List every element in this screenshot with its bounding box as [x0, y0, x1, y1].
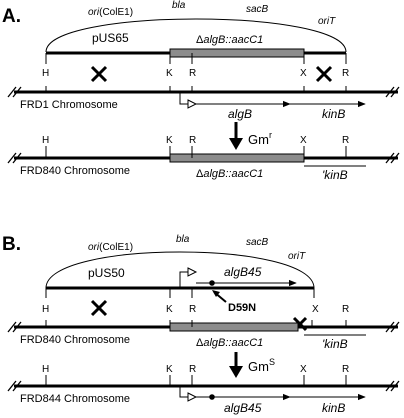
promoter-arrow-b [187, 392, 198, 402]
panel-a: A. ori(ColE1) bla sacB oriT pUS65 ΔalgB:… [2, 0, 400, 182]
chromosome-frd840-b-insert-box [169, 322, 299, 332]
panel-b-label: B. [2, 234, 21, 255]
chromosome-break-right [385, 152, 400, 164]
site-label: X [300, 135, 307, 146]
crossover-mark-right-a [315, 65, 333, 83]
site-label: R [342, 364, 349, 375]
chromosome-frd840-insert-box [169, 153, 305, 163]
promoter-arrow-a [187, 99, 198, 109]
plasmid-b-bla-marker: bla [176, 234, 190, 245]
plasmid-a-ori-marker: ori(ColE1) [88, 7, 133, 18]
plasmid-b-ori-marker: ori(ColE1) [88, 242, 133, 253]
mutation-label: D59N [228, 302, 256, 314]
site-label: H [42, 135, 49, 146]
selection-arrowhead-b [229, 366, 243, 378]
site-label: R [189, 135, 196, 146]
selection-arrowhead-a [229, 138, 243, 150]
plasmid-b-orit-marker: oriT [288, 251, 306, 262]
site-label: R [342, 135, 349, 146]
plasmid-a-insert-label: ΔalgB::aacC1 [196, 34, 263, 46]
site-label: X [300, 364, 307, 375]
site-label: K [166, 68, 173, 79]
site-label: X [300, 68, 307, 79]
selection-label-b: GmS [248, 357, 275, 374]
promoter-b-plasmid [179, 271, 188, 288]
plasmid-arc-b [45, 251, 315, 289]
plasmid-a-insert-box [169, 48, 305, 58]
site-label: R [342, 304, 349, 315]
panel-b: B. ori(ColE1) bla sacB oriT pUS50 algB45… [2, 234, 400, 415]
plasmid-b-name: pUS50 [88, 266, 125, 280]
chromosome-frd840-label: FRD840 Chromosome [20, 165, 130, 177]
site-label: R [342, 68, 349, 79]
promoter-b [179, 386, 188, 398]
chromosome-break-right [385, 380, 400, 392]
site-label: H [42, 364, 49, 375]
chromosome-break-left [7, 152, 22, 164]
site-label: H [42, 304, 49, 315]
site-label: R [189, 304, 196, 315]
site-label: R [189, 68, 196, 79]
gene-label-kinb-b: kinB [322, 401, 345, 415]
partial-gene-label-kinb: 'kinB [322, 168, 348, 182]
promoter-arrow-b-plasmid [187, 267, 198, 277]
plasmid-a-name: pUS65 [92, 31, 129, 45]
chromosome-break-left [7, 86, 22, 98]
chromosome-break-right [385, 321, 400, 333]
chromosome-break-left [7, 321, 22, 333]
panel-a-label: A. [2, 6, 21, 27]
chromosome-break-right [385, 86, 400, 98]
site-label: R [189, 364, 196, 375]
chromosome-frd840-b-insert-label: ΔalgB::aacC1 [196, 337, 263, 349]
plasmid-a-orit-marker: oriT [318, 16, 336, 27]
chromosome-frd840-b-label: FRD840 Chromosome [20, 334, 130, 346]
chromosome-break-left [7, 380, 22, 392]
gene-label-algb45-plasmid: algB45 [224, 265, 262, 279]
plasmid-b-sacb-marker: sacB [246, 237, 269, 248]
site-label: K [166, 364, 173, 375]
plasmid-a-bla-marker: bla [172, 0, 186, 11]
chromosome-frd1-label: FRD1 Chromosome [20, 99, 118, 111]
promoter-a [179, 92, 188, 105]
site-label: X [312, 304, 319, 315]
chromosome-frd844-label: FRD844 Chromosome [20, 393, 130, 405]
plasmid-arc-a [45, 18, 347, 53]
point-mutation-dot [209, 394, 215, 400]
mutation-pointer-head [212, 290, 220, 297]
site-label: K [166, 304, 173, 315]
site-label: K [166, 135, 173, 146]
plasmid-a-sacb-marker: sacB [246, 4, 269, 15]
site-label: H [42, 68, 49, 79]
selection-label-a: Gmr [248, 130, 272, 147]
partial-gene-label-kinb-b: 'kinB [322, 337, 348, 351]
gene-label-algb: algB [228, 107, 252, 121]
gene-label-algb45: algB45 [224, 401, 262, 415]
gene-label-kinb: kinB [322, 107, 345, 121]
chromosome-frd840-insert-label: ΔalgB::aacC1 [196, 168, 263, 180]
crossover-mark-left-b [90, 299, 108, 317]
point-mutation-dot-plasmid [209, 280, 215, 286]
crossover-mark-left-a [90, 65, 108, 83]
